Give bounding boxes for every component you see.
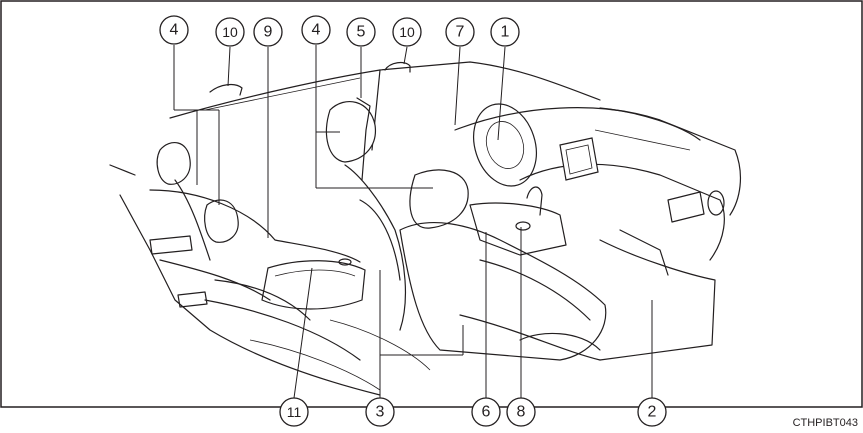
callout-label: 5 [357, 24, 366, 41]
callout-6: 6 [472, 398, 500, 426]
vehicle-line-art [110, 62, 740, 395]
callout-1: 1 [491, 18, 519, 46]
callout-label: 11 [287, 404, 302, 420]
callout-10-center: 10 [393, 18, 421, 46]
callout-label: 6 [482, 404, 491, 421]
callout-8: 8 [507, 398, 535, 426]
callout-label: 4 [170, 22, 179, 39]
callout-10-left: 10 [216, 18, 244, 46]
callout-label: 2 [648, 404, 657, 421]
callout-label: 8 [517, 404, 526, 421]
callout-label: 10 [399, 24, 415, 40]
callout-label: 10 [222, 24, 238, 40]
callout-label: 9 [264, 24, 273, 41]
callout-11: 11 [280, 398, 308, 426]
callout-4-left: 4 [160, 16, 188, 44]
figure-code: CTHPIBT043 [793, 417, 858, 429]
callout-label: 1 [501, 24, 510, 41]
callout-label: 7 [456, 24, 465, 41]
callout-4-center: 4 [302, 16, 330, 44]
callout-9: 9 [254, 18, 282, 46]
callout-2: 2 [638, 398, 666, 426]
callout-7: 7 [446, 18, 474, 46]
callout-5: 5 [347, 18, 375, 46]
callout-3: 3 [366, 398, 394, 426]
callout-label: 4 [312, 22, 321, 39]
callout-label: 3 [376, 404, 385, 421]
